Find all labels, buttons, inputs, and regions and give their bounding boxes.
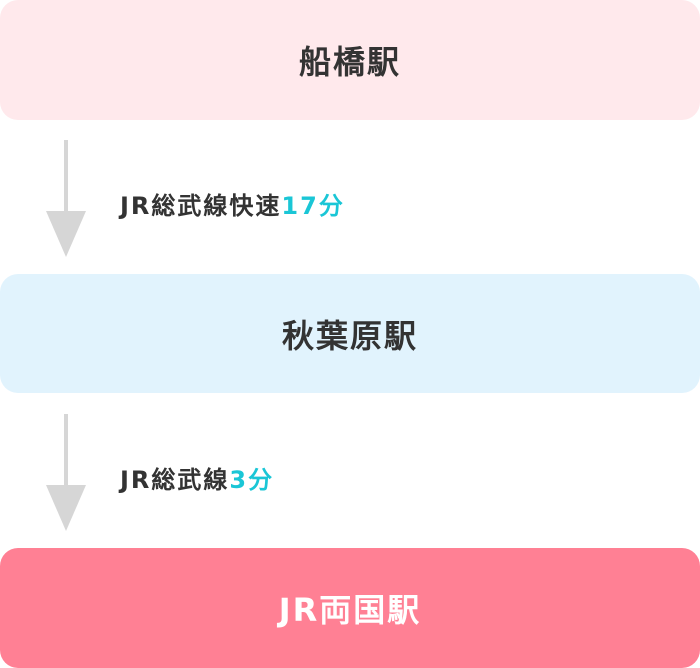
route-step: JR総武線快速17分: [120, 186, 345, 221]
station-name: 船橋駅: [298, 43, 401, 81]
station-akihabara: 秋葉原駅: [0, 274, 700, 393]
route-time: 3分: [229, 466, 275, 494]
route-line: JR総武線: [120, 466, 230, 494]
route-line: JR総武線快速: [120, 192, 282, 220]
down-arrow-icon: [46, 140, 86, 257]
station-name: JR両国駅: [278, 591, 422, 629]
route-time: 17分: [281, 192, 345, 220]
station-name: 秋葉原駅: [281, 316, 418, 355]
station-funabashi: 船橋駅: [0, 0, 700, 120]
station-ryogoku: JR両国駅: [0, 548, 700, 668]
down-arrow-icon: [46, 414, 86, 531]
route-step: JR総武線3分: [120, 460, 274, 495]
